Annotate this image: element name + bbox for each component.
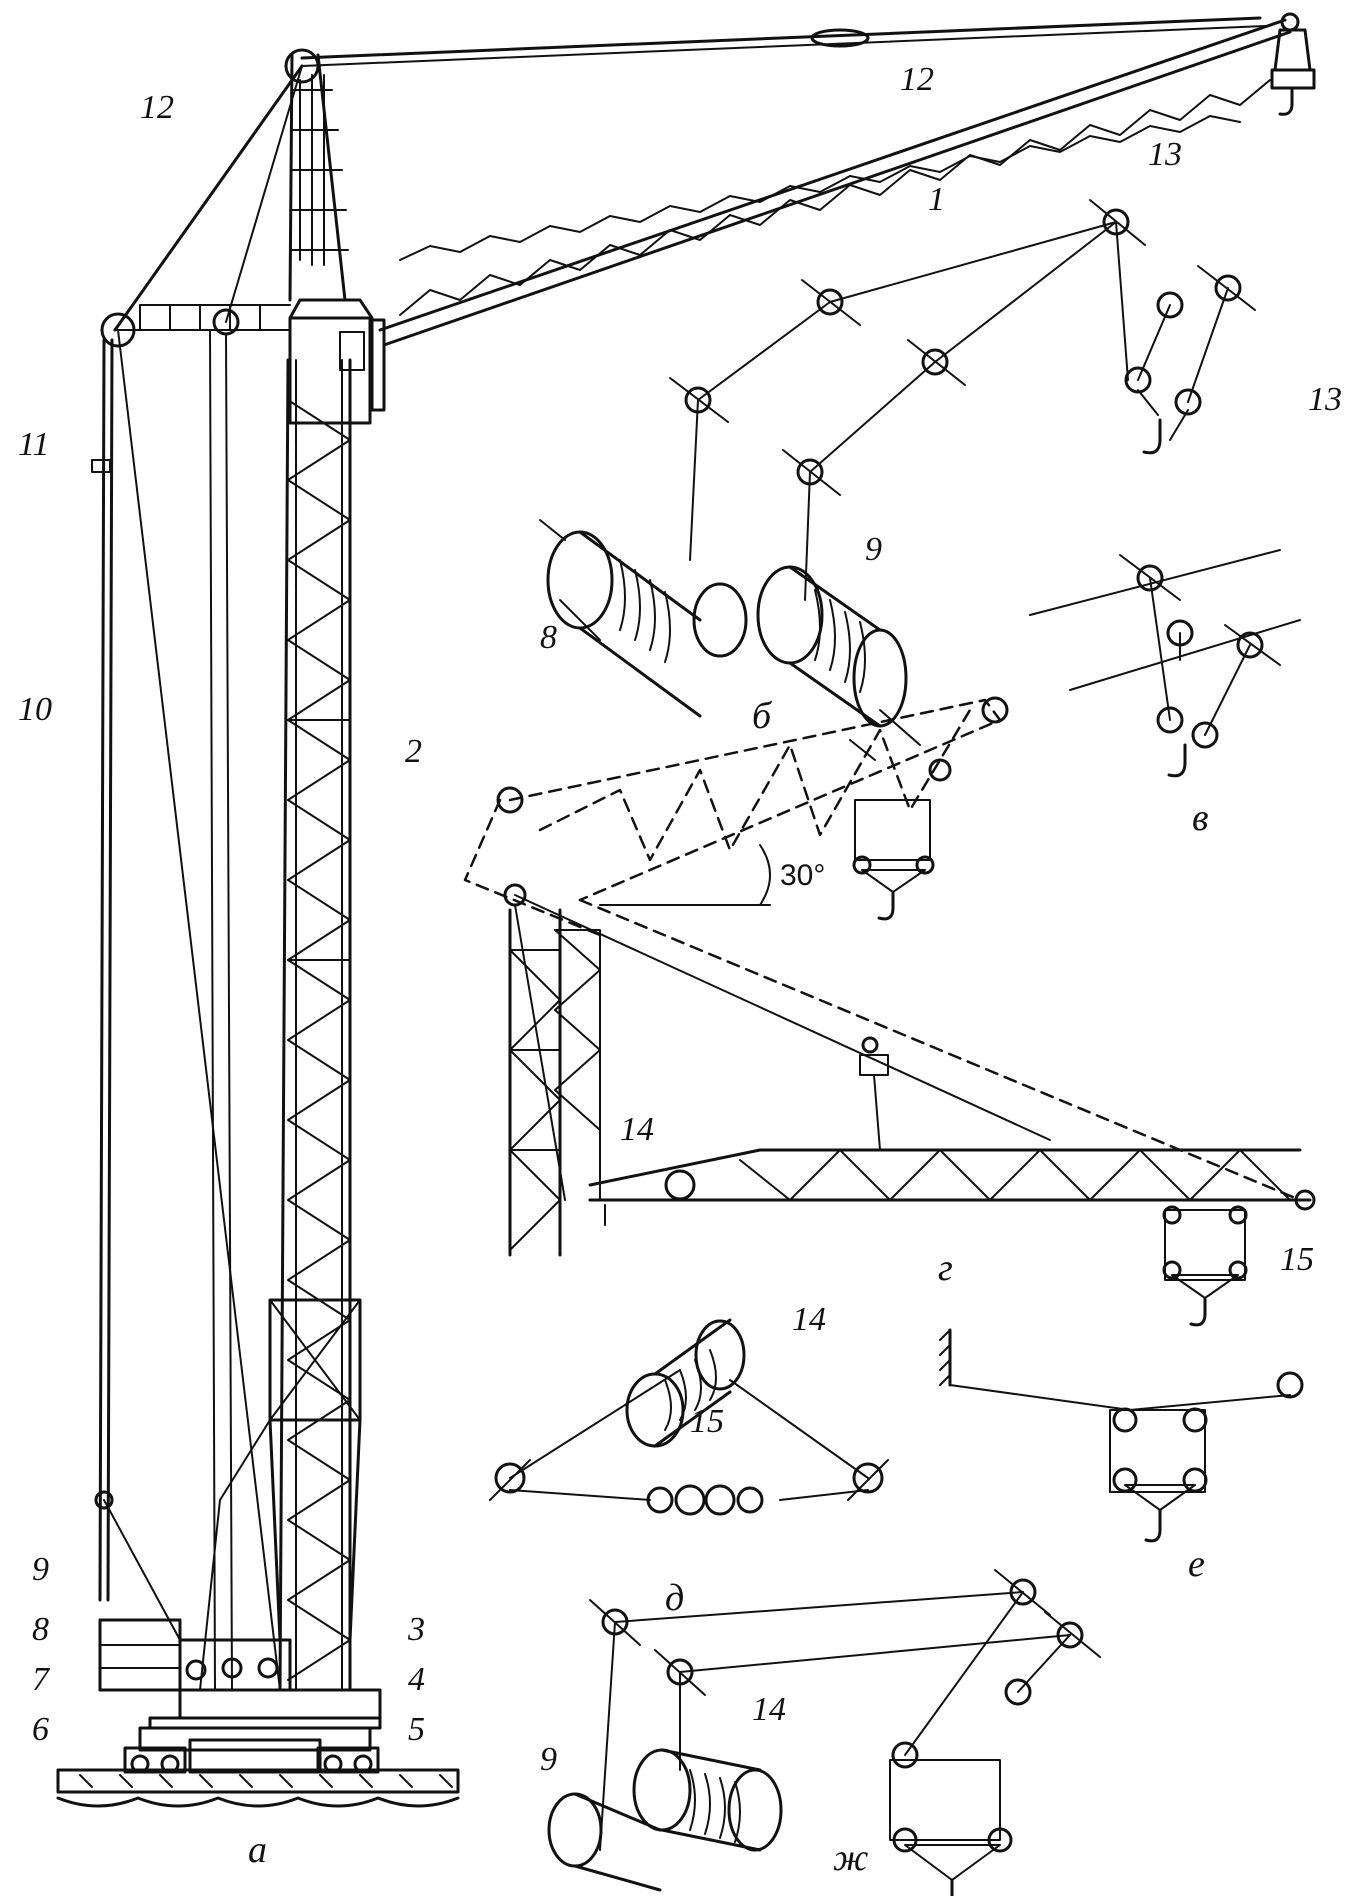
reeving-scheme-zh xyxy=(547,1569,1101,1896)
label-14c: 14 xyxy=(752,1691,786,1728)
label-3: 3 xyxy=(407,1611,425,1648)
panel-zh-label: ж xyxy=(833,1837,868,1879)
panel-e-label: е xyxy=(1188,1543,1205,1585)
panel-v-label: в xyxy=(1192,797,1209,839)
label-13: 13 xyxy=(1148,136,1182,173)
panel-a-label: а xyxy=(248,1829,267,1871)
reeving-scheme-v xyxy=(1029,549,1301,778)
panel-b-label: б xyxy=(752,695,773,737)
tower-crane-drawing xyxy=(56,12,1316,1808)
angle-annotation: 30° xyxy=(780,859,825,892)
label-7: 7 xyxy=(32,1661,51,1698)
panel-g-label: г xyxy=(938,1247,953,1289)
label-12: 12 xyxy=(140,89,174,126)
label-5: 5 xyxy=(408,1711,425,1748)
label-12b: 12 xyxy=(900,61,934,98)
reeving-scheme-b xyxy=(539,199,1256,761)
label-4: 4 xyxy=(408,1661,425,1698)
erection-scheme-g xyxy=(463,696,1316,1327)
labels: 1 2 3 4 5 6 7 8 8 9 9 9 10 11 12 12 13 1… xyxy=(18,61,1342,1879)
label-11: 11 xyxy=(18,426,49,463)
reeving-scheme-d xyxy=(489,1318,889,1516)
label-8b: 8 xyxy=(540,619,557,656)
label-9c: 9 xyxy=(540,1741,557,1778)
label-2: 2 xyxy=(405,733,422,770)
label-9b: 9 xyxy=(865,531,882,568)
label-14b: 14 xyxy=(792,1301,826,1338)
label-15: 15 xyxy=(1280,1241,1314,1278)
label-1: 1 xyxy=(928,181,945,218)
label-8: 8 xyxy=(32,1611,49,1648)
label-10: 10 xyxy=(18,691,52,728)
label-13b: 13 xyxy=(1308,381,1342,418)
label-14: 14 xyxy=(620,1111,654,1148)
reeving-scheme-e xyxy=(939,1328,1304,1543)
label-6: 6 xyxy=(32,1711,49,1748)
label-9: 9 xyxy=(32,1551,49,1588)
panel-d-label: д xyxy=(665,1577,684,1619)
label-15b: 15 xyxy=(690,1403,724,1440)
